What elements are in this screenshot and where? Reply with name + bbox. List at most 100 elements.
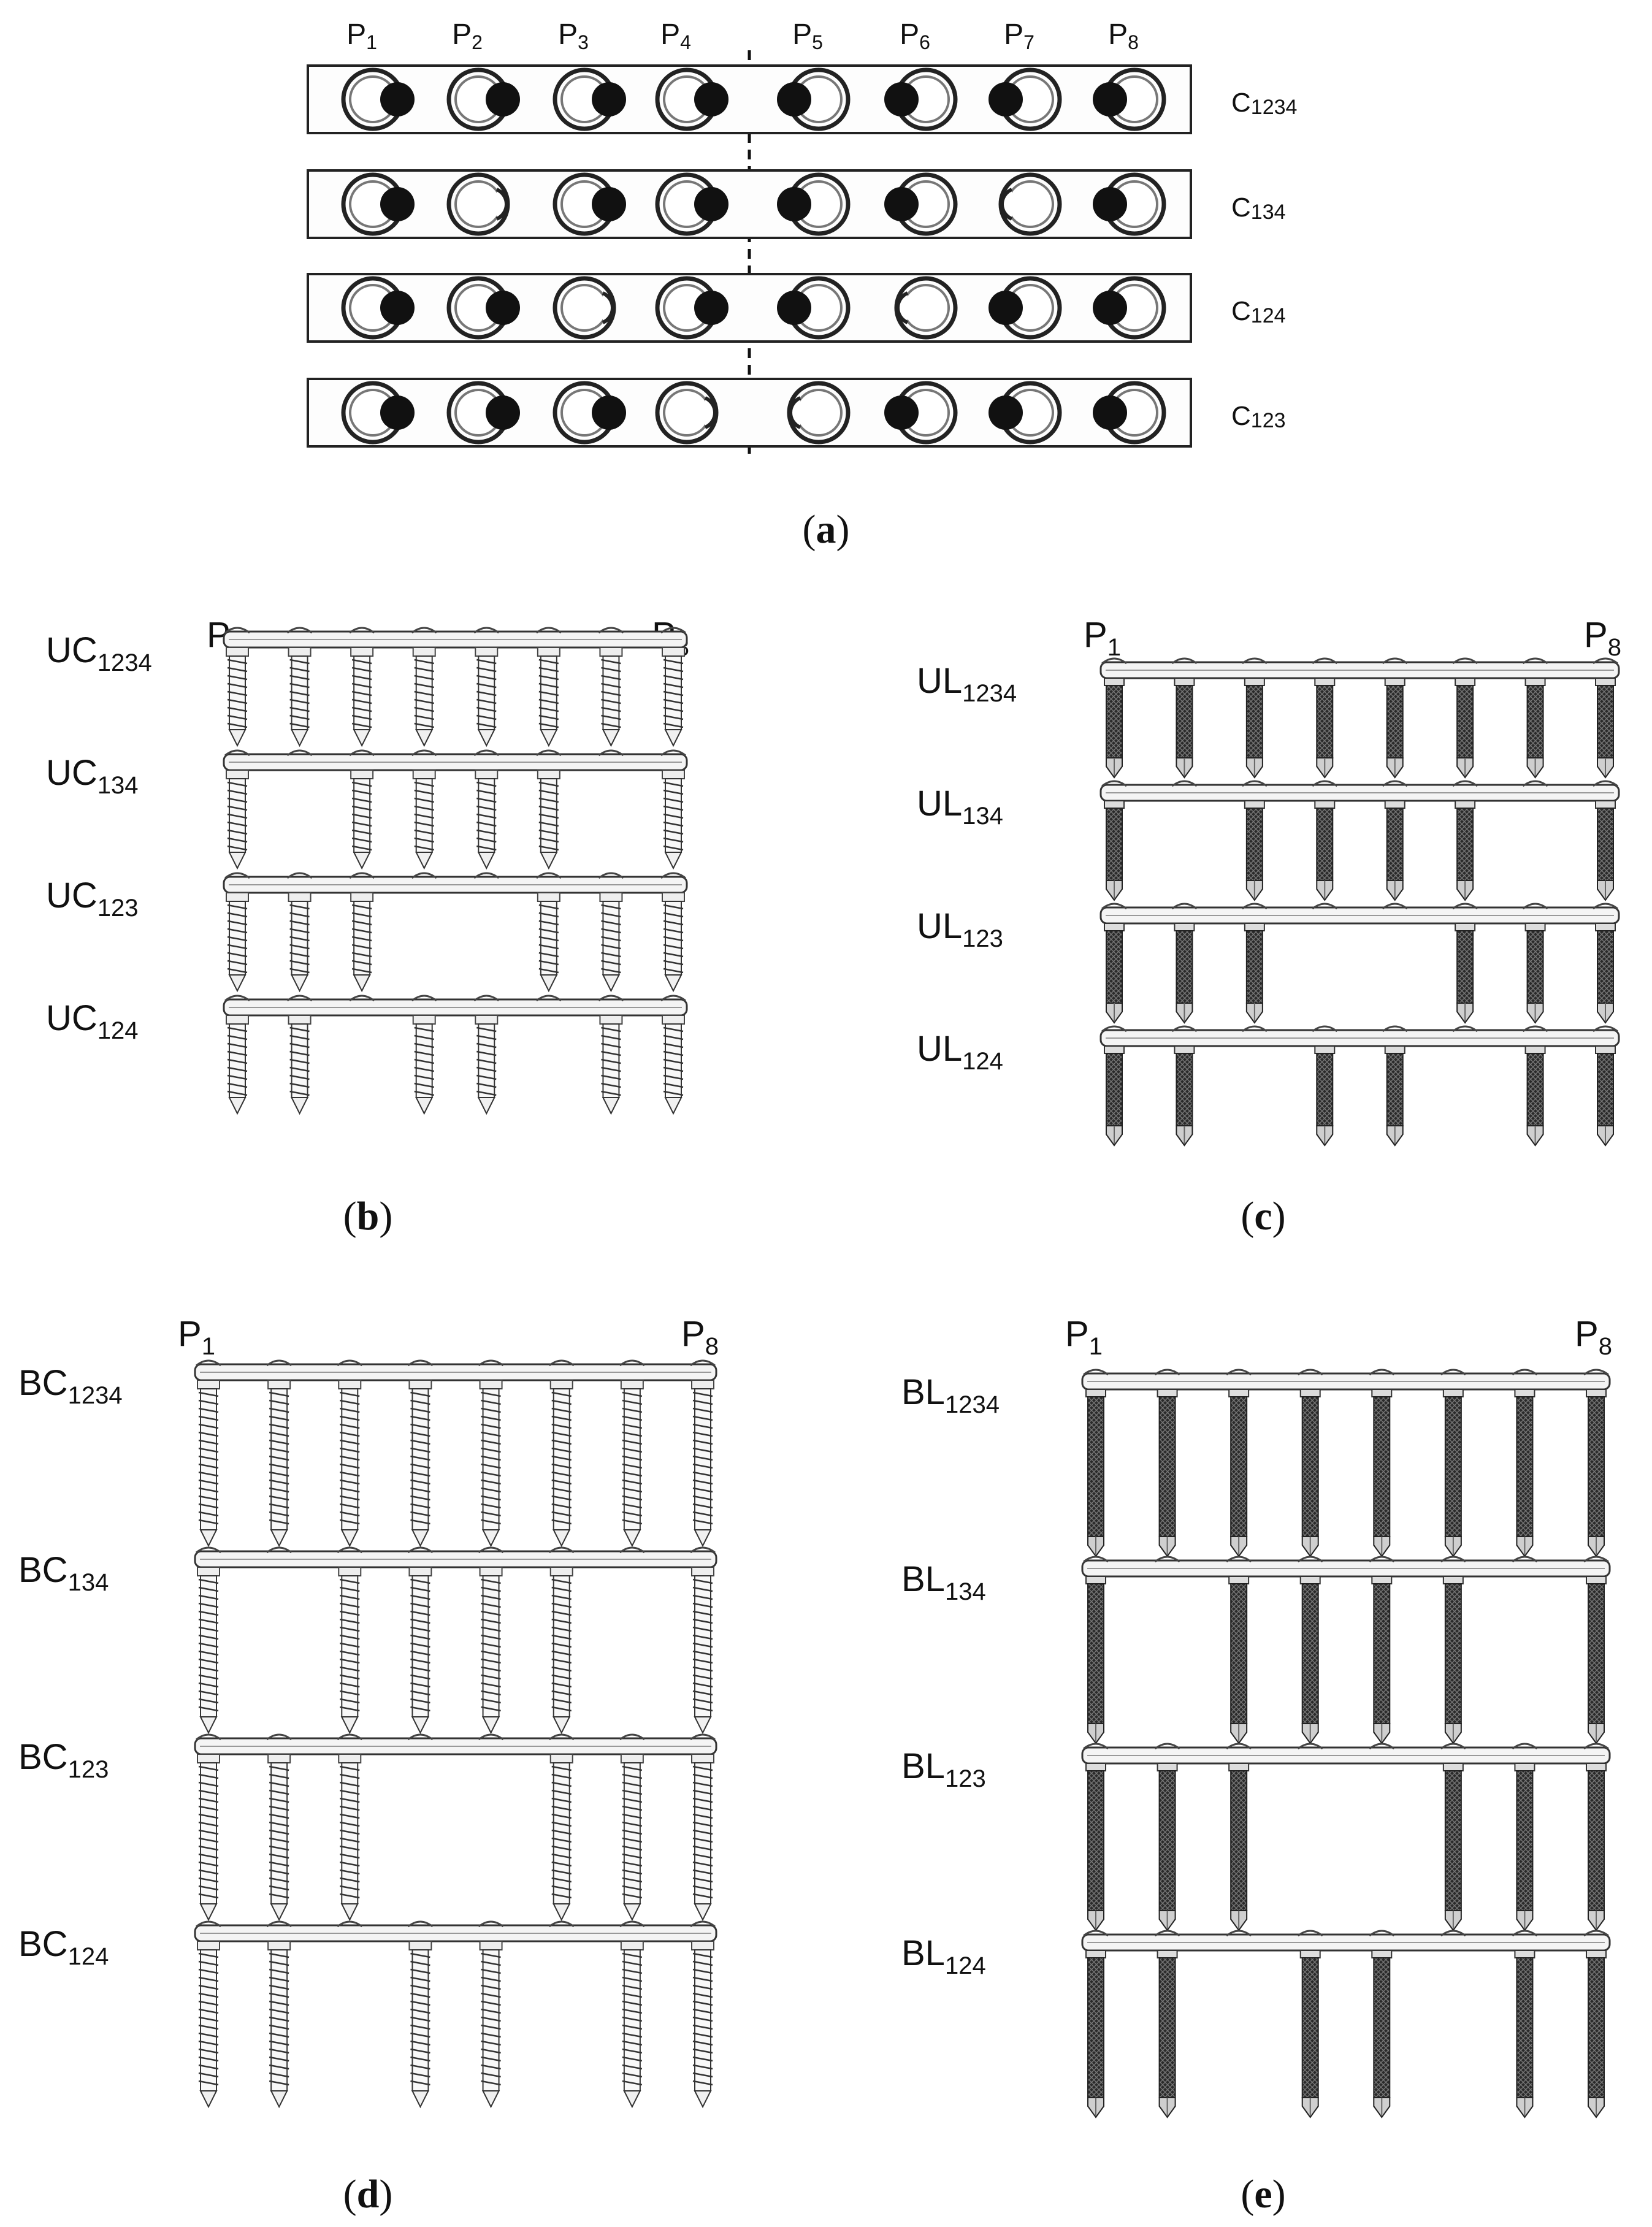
empty-hole-notch xyxy=(602,291,614,324)
hole-config-row: C134 xyxy=(307,169,1286,239)
combi-hole xyxy=(341,172,415,236)
screw-head-filled xyxy=(1093,82,1127,117)
cortical-screw xyxy=(412,647,436,747)
panel-b-caption: (b) xyxy=(343,1194,393,1239)
locking-screw xyxy=(1157,1950,1178,2118)
locking-screw xyxy=(1595,678,1616,779)
configuration-label: C124 xyxy=(1231,296,1286,327)
locking-screw xyxy=(1595,1045,1616,1147)
p1-label: P1 xyxy=(1065,1314,1103,1360)
combi-hole xyxy=(446,172,510,236)
cortical-screw xyxy=(226,892,249,993)
locking-screw xyxy=(1244,923,1265,1024)
locking-screw xyxy=(1586,1389,1607,1557)
configuration-label: UL1234 xyxy=(917,661,1017,707)
locking-screw xyxy=(1104,678,1125,779)
combi-hole xyxy=(553,381,626,445)
locking-screw xyxy=(1157,1763,1178,1931)
p8-label: P8 xyxy=(1584,615,1621,661)
empty-hole-notch xyxy=(789,396,801,429)
screw-row: UC123 xyxy=(46,872,688,993)
position-label: P1 xyxy=(346,18,377,53)
cortical-screw xyxy=(537,892,560,993)
cortical-screw xyxy=(620,1380,644,1548)
locking-screw xyxy=(1314,1045,1336,1147)
configuration-label: UC124 xyxy=(46,998,139,1044)
screw-head-filled xyxy=(884,187,919,221)
cortical-screw xyxy=(691,1567,714,1735)
position-label: P2 xyxy=(452,18,483,53)
locking-screw xyxy=(1595,800,1616,901)
configuration-label: BC134 xyxy=(18,1550,109,1596)
combi-hole xyxy=(446,276,520,340)
screw-row: BC123 xyxy=(18,1733,717,1922)
cortical-screw xyxy=(662,892,685,993)
screw-configuration-panels: P1P8UC1234UC134UC123UC124(b)P1P8UL1234UL… xyxy=(18,615,1621,2217)
locking-screw xyxy=(1384,678,1405,779)
combi-hole xyxy=(655,276,728,340)
panel-b-screw-layout: P1P8UC1234UC134UC123UC124(b) xyxy=(46,615,689,1239)
configuration-label: UL123 xyxy=(917,906,1003,952)
screw-head-filled xyxy=(380,395,415,430)
screw-head-filled xyxy=(989,395,1023,430)
configuration-label: BL123 xyxy=(901,1746,986,1792)
cortical-screw xyxy=(408,1380,432,1548)
cortical-screw xyxy=(226,770,249,870)
hole-config-row: C1234 xyxy=(307,64,1297,134)
locking-screw xyxy=(1455,923,1476,1024)
locking-screw xyxy=(1514,1950,1535,2118)
configuration-label: BL1234 xyxy=(901,1372,1000,1418)
cortical-screw xyxy=(267,1380,291,1548)
configuration-label: BC1234 xyxy=(18,1363,123,1409)
cortical-screw xyxy=(599,647,623,747)
combi-hole xyxy=(998,172,1062,236)
locking-screw xyxy=(1228,1389,1250,1557)
combi-hole xyxy=(341,276,415,340)
configuration-label: C123 xyxy=(1231,401,1286,432)
locking-screw xyxy=(1586,1763,1607,1931)
panel-e-caption: (e) xyxy=(1241,2172,1285,2217)
screw-head-filled xyxy=(989,82,1023,117)
locking-screw xyxy=(1085,1950,1106,2118)
screw-row: UC134 xyxy=(46,749,688,870)
cortical-screw xyxy=(549,1380,573,1548)
locking-screw xyxy=(1455,678,1476,779)
configuration-label: C1234 xyxy=(1231,88,1297,119)
combi-hole xyxy=(989,276,1062,340)
configuration-label: BL124 xyxy=(901,1933,986,1979)
empty-hole-notch xyxy=(495,188,508,221)
locking-screw xyxy=(1524,923,1546,1024)
locking-screw xyxy=(1384,800,1405,901)
locking-screw xyxy=(1085,1763,1106,1931)
combi-hole xyxy=(341,381,415,445)
locking-screw xyxy=(1085,1389,1106,1557)
configuration-label: BL134 xyxy=(901,1559,986,1605)
screw-head-filled xyxy=(486,291,520,325)
locking-screw xyxy=(1104,800,1125,901)
cortical-screw xyxy=(479,1567,503,1735)
screw-head-filled xyxy=(694,82,728,117)
cortical-screw xyxy=(691,1380,714,1548)
hole-config-row: C124 xyxy=(307,273,1286,343)
screw-head-filled xyxy=(989,291,1023,325)
locking-screw xyxy=(1104,1045,1125,1147)
cortical-screw xyxy=(412,770,436,870)
p8-label: P8 xyxy=(1575,1314,1612,1360)
combi-hole xyxy=(777,276,851,340)
combi-hole xyxy=(1093,381,1166,445)
cortical-screw xyxy=(479,1941,503,2109)
combi-hole xyxy=(655,67,728,131)
screw-row: UL124 xyxy=(917,1025,1620,1147)
locking-screw xyxy=(1524,1045,1546,1147)
cortical-screw xyxy=(691,1941,714,2109)
hole-config-row: C123 xyxy=(307,378,1286,448)
position-label: P3 xyxy=(558,18,589,53)
cortical-screw xyxy=(197,1380,220,1548)
locking-screw xyxy=(1455,800,1476,901)
cortical-screw xyxy=(620,1941,644,2109)
